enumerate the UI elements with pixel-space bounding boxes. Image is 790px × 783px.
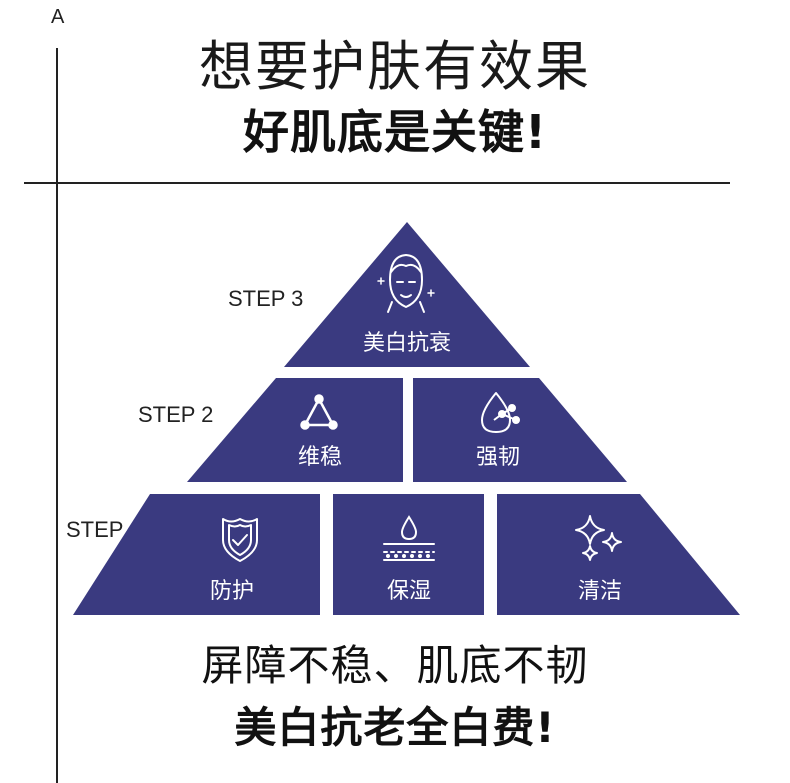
headline-line-1: 想要护肤有效果 [199, 35, 591, 98]
tile-tier1-middle [333, 494, 484, 615]
face-icon [377, 254, 435, 313]
vertical-guide-line [56, 48, 58, 783]
tile-label-qingjie: 清洁 [578, 579, 622, 604]
tile-label-qiangren: 强韧 [476, 445, 520, 470]
tile-tier1-right [497, 494, 740, 615]
footer-line-2: 美白抗老全白费! [234, 703, 556, 752]
tile-label-tier3: 美白抗衰 [363, 331, 451, 356]
tile-label-baoshi: 保湿 [387, 579, 431, 604]
step-3-label: STEP 3 [228, 286, 304, 311]
tile-tier1-left [73, 494, 320, 615]
molecule-drop-icon [481, 392, 520, 433]
tile-label-weiwen: 维稳 [298, 445, 342, 470]
corner-letter: A [51, 6, 65, 28]
water-drop-layers-icon [383, 515, 435, 561]
tile-label-fanghu: 防护 [210, 579, 254, 604]
shield-check-icon [222, 518, 258, 562]
tile-tier3 [284, 222, 530, 367]
footer-line-1: 屏障不稳、肌底不韧 [201, 641, 589, 690]
tile-tier2-right [413, 378, 627, 482]
headline-line-2: 好肌底是关键! [243, 105, 547, 159]
horizontal-guide-line [24, 182, 730, 184]
sparkles-icon [575, 515, 622, 561]
triangle-nodes-icon [300, 394, 338, 430]
step-2-label: STEP 2 [138, 402, 214, 427]
tile-tier2-left [187, 378, 403, 482]
